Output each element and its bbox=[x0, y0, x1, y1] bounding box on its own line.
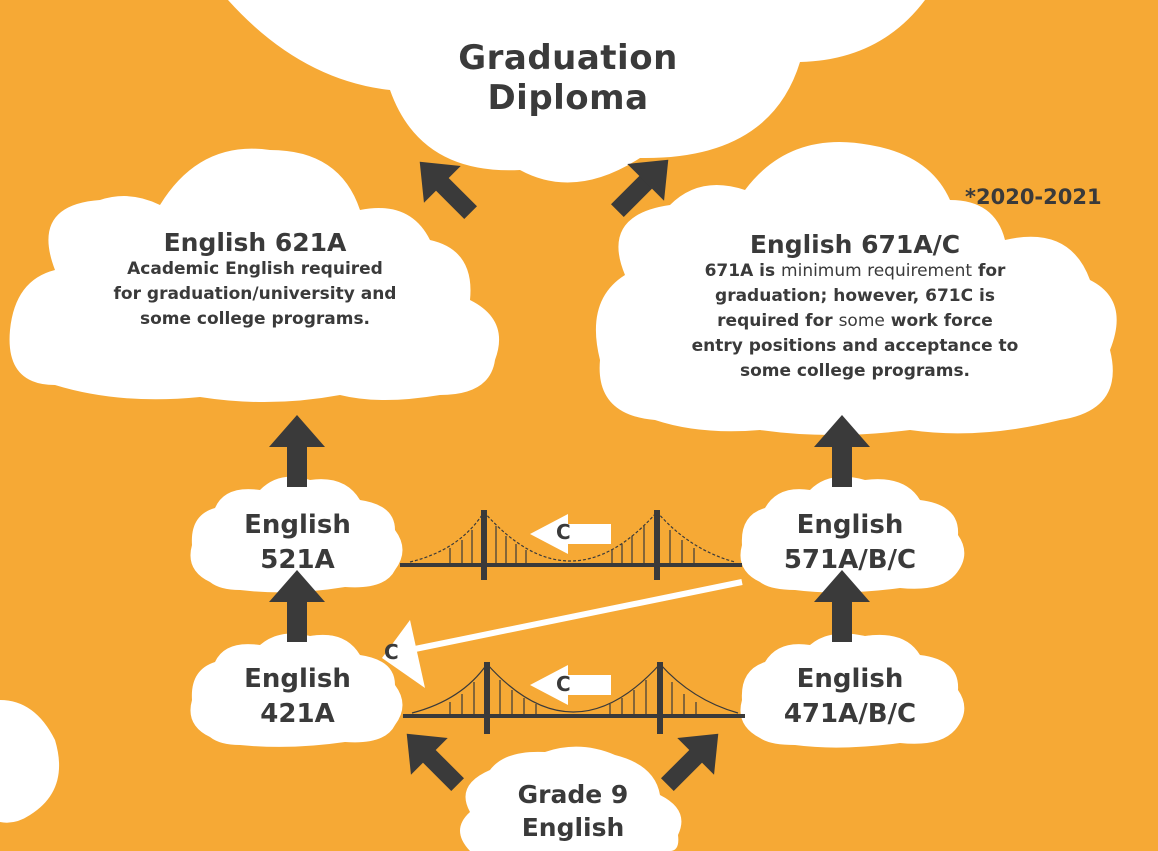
grade9-english-label: Grade 9 English bbox=[478, 778, 668, 844]
english-571abc-label: English 571A/B/C bbox=[745, 508, 955, 578]
english-671ac-line2: graduation; however, 671C is bbox=[715, 286, 995, 306]
white-arrow-upper-bridge bbox=[530, 514, 611, 554]
cloud-edge-decoration bbox=[0, 700, 60, 823]
arrow-571abc-to-671ac bbox=[814, 415, 870, 487]
arrow-421a-to-521a bbox=[269, 570, 325, 642]
grade9-english-line2: English bbox=[521, 813, 625, 842]
english-671ac-line3: required for some work force bbox=[605, 309, 1105, 334]
diploma-title-line2: Diploma bbox=[487, 78, 649, 118]
arrows bbox=[269, 159, 870, 791]
arrow-grade9-to-421a bbox=[406, 733, 464, 791]
english-671ac-line3-b: some bbox=[838, 311, 885, 331]
english-571abc-line2: 571A/B/C bbox=[783, 545, 917, 575]
cloud-english-571abc bbox=[740, 476, 965, 593]
english-671ac-line3-a: required for bbox=[717, 311, 833, 331]
english-521a-label: English 521A bbox=[200, 508, 395, 578]
english-621a-title: English 621A bbox=[163, 228, 347, 257]
cloud-english-521a bbox=[190, 476, 403, 593]
english-671ac-line3-c: work force bbox=[890, 311, 993, 331]
english-671ac-line4: entry positions and acceptance to bbox=[691, 336, 1019, 356]
bridge-label-diagonal: C bbox=[384, 640, 399, 664]
arrow-671ac-to-diploma bbox=[611, 159, 669, 217]
cloud-english-421a bbox=[190, 633, 403, 747]
cloud-english-671ac bbox=[595, 142, 1117, 435]
english-671ac-line1: 671A is minimum requirement for bbox=[605, 259, 1105, 284]
english-421a-line1: English bbox=[244, 664, 351, 694]
english-421a-line2: 421A bbox=[260, 699, 335, 729]
cloud-english-621a bbox=[9, 148, 500, 403]
arrow-471abc-to-571abc bbox=[814, 570, 870, 642]
white-arrow-lower-bridge bbox=[530, 665, 611, 705]
bridge-label-upper: C bbox=[556, 520, 571, 544]
english-521a-line2: 521A bbox=[260, 545, 335, 575]
white-arrow-571abc-to-421a bbox=[382, 579, 743, 688]
english-621a-line1: Academic English required bbox=[127, 259, 383, 279]
diploma-title-line1: Graduation bbox=[458, 38, 678, 78]
english-621a-line3: some college programs. bbox=[139, 309, 371, 329]
english-471abc-line2: 471A/B/C bbox=[783, 699, 917, 729]
english-471abc-label: English 471A/B/C bbox=[745, 662, 955, 732]
bridge-label-lower: C bbox=[556, 672, 571, 696]
english-671ac-line5: some college programs. bbox=[739, 361, 971, 381]
grade9-english-line1: Grade 9 bbox=[517, 780, 629, 809]
english-621a-block: English 621A Academic English required f… bbox=[20, 228, 490, 332]
cloud-graduation-diploma bbox=[228, 0, 925, 183]
english-621a-line2: for graduation/university and bbox=[113, 284, 397, 304]
english-671ac-title: English 671A/C bbox=[749, 230, 961, 259]
arrow-621a-to-diploma bbox=[419, 161, 477, 219]
english-471abc-line1: English bbox=[796, 664, 904, 694]
english-421a-label: English 421A bbox=[200, 662, 395, 732]
diploma-title: Graduation Diploma bbox=[428, 38, 708, 118]
english-671ac-line1-c: for bbox=[977, 261, 1006, 281]
arrow-grade9-to-471abc bbox=[661, 733, 719, 791]
cloud-english-471abc bbox=[740, 633, 965, 748]
cloud-grade-9-english bbox=[460, 746, 682, 851]
english-521a-line1: English bbox=[244, 510, 351, 540]
bridge-471abc-to-421a bbox=[403, 662, 745, 734]
english-571abc-line1: English bbox=[796, 510, 904, 540]
year-note: *2020-2021 bbox=[965, 185, 1102, 209]
arrow-521a-to-621a bbox=[269, 415, 325, 487]
english-671ac-block: English 671A/C 671A is minimum requireme… bbox=[605, 230, 1105, 384]
english-671ac-line1-b: minimum requirement bbox=[781, 261, 973, 281]
english-671ac-line1-a: 671A is bbox=[704, 261, 776, 281]
bridge-571abc-to-521a bbox=[400, 510, 742, 580]
